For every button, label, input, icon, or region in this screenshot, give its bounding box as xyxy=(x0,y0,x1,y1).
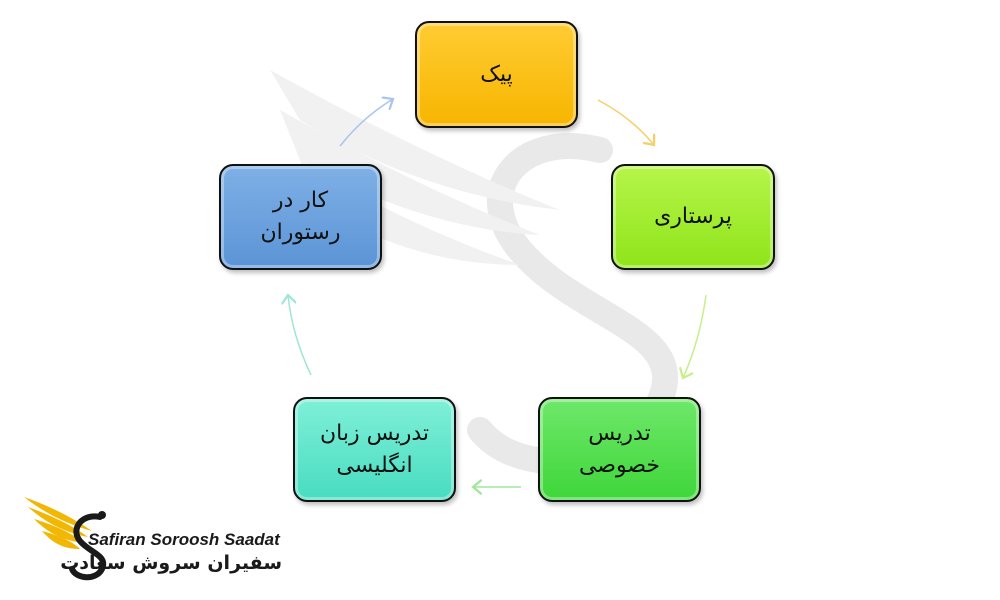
node-restaurant-work-line-2: رستوران xyxy=(260,220,341,245)
node-nursing-label: پرستاری xyxy=(654,204,732,230)
node-nursing: پرستاری xyxy=(611,164,775,270)
node-private-tutoring-line-2: خصوصی xyxy=(578,452,661,478)
brand-logo-icon xyxy=(24,497,107,581)
node-english-teaching-line-2: انگلیسی xyxy=(336,452,413,478)
node-paik-label: پیک xyxy=(480,61,513,87)
node-private-tutoring: تدریس خصوصی xyxy=(538,397,701,502)
logo-text-english: Safiran Soroosh Saadat xyxy=(88,530,280,549)
node-private-tutoring-line-1: تدریس xyxy=(588,420,651,446)
node-restaurant-work-line-1: کار در xyxy=(272,188,329,214)
node-english-teaching: تدریس زبان انگلیسی xyxy=(293,397,456,502)
node-english-teaching-line-1: تدریس زبان xyxy=(319,420,430,446)
logo-text-persian: سفیران سروش سعادت xyxy=(60,552,282,574)
node-restaurant-work: کار در رستوران xyxy=(219,164,382,270)
node-paik: پیک xyxy=(415,21,578,128)
